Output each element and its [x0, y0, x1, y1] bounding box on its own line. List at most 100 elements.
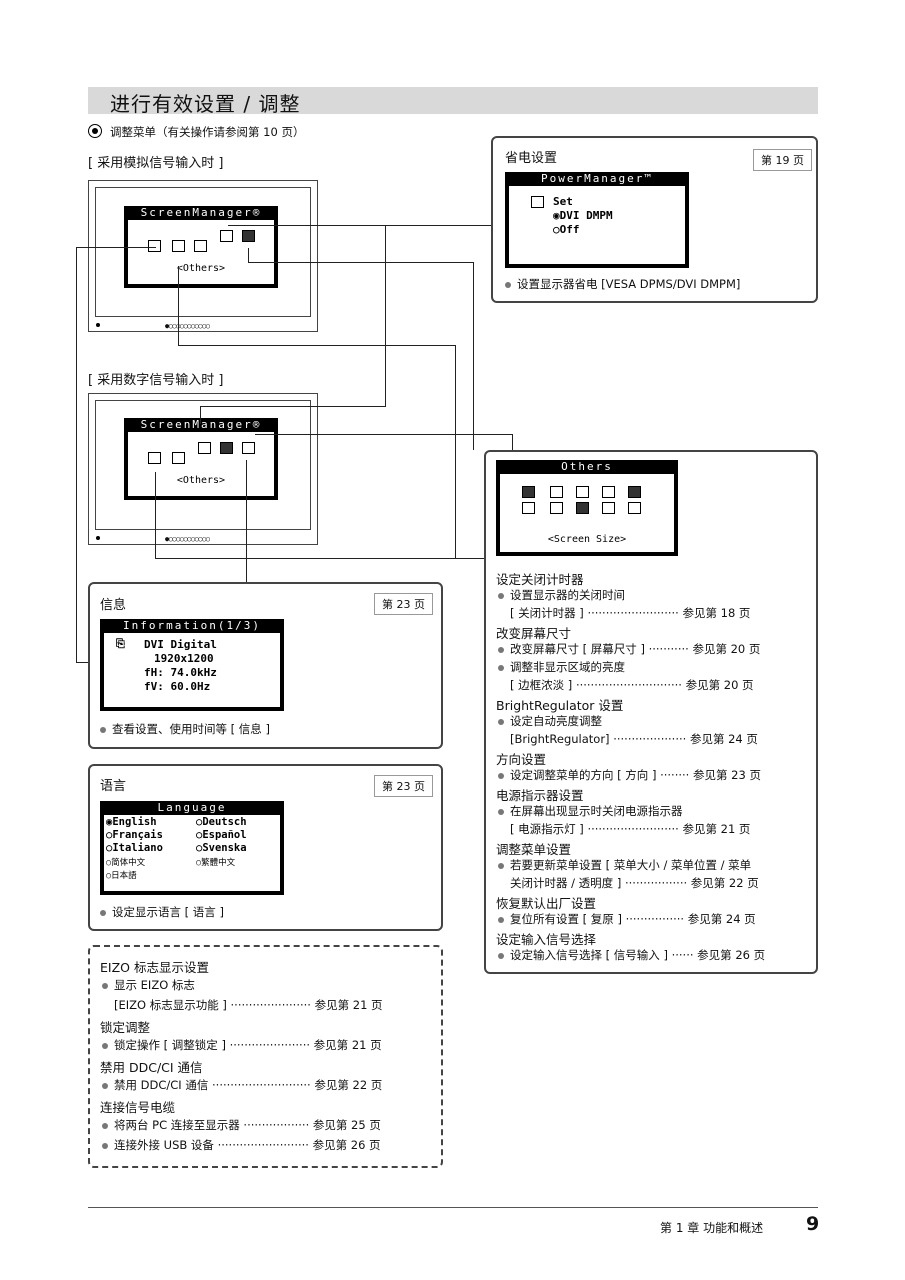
sm-title: ScreenManager®: [140, 206, 262, 219]
page-title: 进行有效设置 / 调整: [110, 92, 301, 116]
others-item-detail: [ 关闭计时器 ] ························· 参见第 …: [510, 606, 751, 620]
lang-espanol[interactable]: ○Español: [196, 829, 247, 841]
others-item-bullet: 设置显示器的关闭时间: [498, 587, 625, 603]
power-page-link[interactable]: 第 19 页: [753, 149, 812, 171]
power-osd-title: PowerManager™: [540, 172, 654, 185]
sound-icon[interactable]: [172, 452, 185, 464]
others-osd: Others <Screen Size>: [496, 460, 678, 556]
power-note: 设置显示器省电 [VESA DPMS/DVI DMPM]: [505, 276, 740, 292]
information-osd: Information(1/3) ⎘ DVI Digital 1920x1200…: [100, 619, 284, 711]
screen-icon[interactable]: [172, 240, 185, 252]
others-item-heading: 方向设置: [496, 752, 547, 767]
others-item-detail: [BrightRegulator] ···················· 参…: [510, 732, 758, 746]
others-item-bullet: 设定自动亮度调整: [498, 713, 602, 729]
digital-label: [ 采用数字信号输入时 ]: [88, 373, 224, 388]
lang-deutsch[interactable]: ○Deutsch: [196, 816, 247, 828]
language-box: 语言 第 23 页 Language ◉English ○Deutsch ○Fr…: [88, 764, 443, 931]
lang-japanese[interactable]: ○日本語: [106, 871, 137, 881]
bright-regulator-icon[interactable]: [602, 486, 615, 498]
powermanager-osd: PowerManager™ Set ◉DVI DMPM ○Off: [505, 172, 689, 268]
others-item-heading: 调整菜单设置: [496, 842, 572, 857]
power-box: 省电设置 第 19 页 PowerManager™ Set ◉DVI DMPM …: [491, 136, 818, 303]
screenmanager-analog: ScreenManager® <Others>: [124, 206, 278, 288]
others-item-heading: 电源指示器设置: [496, 788, 584, 803]
title-bar: 进行有效设置 / 调整: [88, 87, 818, 116]
lang-heading: 语言: [100, 779, 127, 794]
extra-item-bullet: 锁定操作 [ 调整锁定 ] ······················ 参见第…: [102, 1037, 382, 1053]
info-box: 信息 第 23 页 Information(1/3) ⎘ DVI Digital…: [88, 582, 443, 749]
sm-title-digital: ScreenManager®: [140, 418, 262, 431]
others-item-bullet: 在屏幕出现显示时关闭电源指示器: [498, 803, 683, 819]
others-item-heading: BrightRegulator 设置: [496, 698, 624, 713]
page-number: 9: [806, 1213, 820, 1235]
return-icon[interactable]: [628, 502, 641, 514]
input-icon: ⎘: [116, 637, 125, 650]
info-line-4: fV: 60.0Hz: [144, 680, 211, 693]
lang-francais[interactable]: ○Français: [106, 829, 163, 841]
analog-label: [ 采用模拟信号输入时 ]: [88, 156, 224, 171]
extra-item-heading: 锁定调整: [100, 1020, 151, 1035]
others-item-heading: 设定输入信号选择: [496, 932, 597, 947]
extra-item-bullet: 禁用 DDC/CI 通信 ···························…: [102, 1077, 382, 1093]
lang-simplified-chinese[interactable]: ○简体中文: [106, 858, 146, 868]
lang-english[interactable]: ◉English: [106, 816, 157, 828]
input-select-icon[interactable]: [576, 502, 589, 514]
others-item-heading: 改变屏幕尺寸: [496, 626, 572, 641]
info-line-1: DVI Digital: [144, 638, 217, 651]
others-item-detail: 关闭计时器 / 透明度 ] ················· 参见第 22 页: [510, 876, 759, 890]
lang-traditional-chinese[interactable]: ○繁體中文: [196, 858, 236, 868]
power-option-off[interactable]: ○Off: [553, 223, 580, 236]
power-option-dvi[interactable]: ◉DVI DMPM: [553, 209, 613, 222]
others-item-bullet: 若要更新菜单设置 [ 菜单大小 / 菜单位置 / 菜单: [498, 857, 751, 873]
lang-osd-title: Language: [157, 801, 227, 814]
pm-icon[interactable]: [198, 442, 211, 454]
others-item-detail: [ 电源指示灯 ] ························· 参见第 …: [510, 822, 751, 836]
info-page-link[interactable]: 第 23 页: [374, 593, 433, 615]
others-item-heading: 恢复默认出厂设置: [496, 896, 597, 911]
extra-item-heading: EIZO 标志显示设置: [100, 960, 209, 975]
off-timer-icon[interactable]: [522, 486, 535, 498]
menu-settings-icon[interactable]: [550, 502, 563, 514]
orientation-icon[interactable]: [628, 486, 641, 498]
others-item-detail: [ 边框浓淡 ] ····························· 参…: [510, 678, 754, 692]
chapter-label: 第 1 章 功能和概述: [660, 1221, 764, 1235]
others-icon[interactable]: [242, 230, 255, 242]
others-item-bullet: 设定输入信号选择 [ 信号输入 ] ······ 参见第 26 页: [498, 947, 765, 963]
analog-monitor: ●○○○○○○○○○○○: [88, 180, 318, 332]
info-osd-title: Information(1/3): [123, 619, 261, 632]
extra-item-bullet: 将两台 PC 连接至显示器 ·················· 参见第 25 …: [102, 1117, 381, 1133]
power-indicator-icon[interactable]: [522, 502, 535, 514]
digital-monitor: ●○○○○○○○○○○○: [88, 393, 318, 545]
sm-others-label-digital: <Others>: [176, 475, 226, 486]
extra-settings-box: EIZO 标志显示设置显示 EIZO 标志[EIZO 标志显示功能 ] ····…: [88, 945, 443, 1168]
lang-svenska[interactable]: ○Svenska: [196, 842, 247, 854]
reset-icon[interactable]: [602, 502, 615, 514]
power-icon: [531, 196, 544, 208]
sound-icon[interactable]: [194, 240, 207, 252]
others-icon[interactable]: [220, 442, 233, 454]
extra-item-bullet: 连接外接 USB 设备 ························· 参见…: [102, 1137, 381, 1153]
others-item-heading: 设定关闭计时器: [496, 572, 584, 587]
others-osd-title: Others: [561, 460, 613, 473]
lang-italiano[interactable]: ○Italiano: [106, 842, 163, 854]
info-icon[interactable]: [242, 442, 255, 454]
border-icon[interactable]: [576, 486, 589, 498]
color-icon[interactable]: [148, 240, 161, 252]
lang-note: 设定显示语言 [ 语言 ]: [100, 904, 224, 920]
others-item-bullet: 复位所有设置 [ 复原 ] ················ 参见第 24 页: [498, 911, 756, 927]
color-icon[interactable]: [148, 452, 161, 464]
info-note: 查看设置、使用时间等 [ 信息 ]: [100, 721, 270, 737]
screenmanager-digital: ScreenManager® <Others>: [124, 418, 278, 500]
screen-size-icon[interactable]: [550, 486, 563, 498]
lang-page-link[interactable]: 第 23 页: [374, 775, 433, 797]
others-item-bullet: 调整非显示区域的亮度: [498, 659, 625, 675]
extra-item-heading: 禁用 DDC/CI 通信: [100, 1060, 203, 1075]
others-item-bullet: 设定调整菜单的方向 [ 方向 ] ········ 参见第 23 页: [498, 767, 761, 783]
power-set-label: Set: [553, 195, 573, 208]
others-box: Others <Screen Size> 设定关闭计时器设置显示器的关闭时间 [ …: [484, 450, 818, 974]
pm-icon[interactable]: [220, 230, 233, 242]
others-item-bullet: 改变屏幕尺寸 [ 屏幕尺寸 ] ··········· 参见第 20 页: [498, 641, 760, 657]
power-heading: 省电设置: [505, 151, 558, 166]
target-icon: [88, 124, 102, 138]
extra-item-detail: [EIZO 标志显示功能 ] ······················ 参见…: [114, 998, 383, 1012]
